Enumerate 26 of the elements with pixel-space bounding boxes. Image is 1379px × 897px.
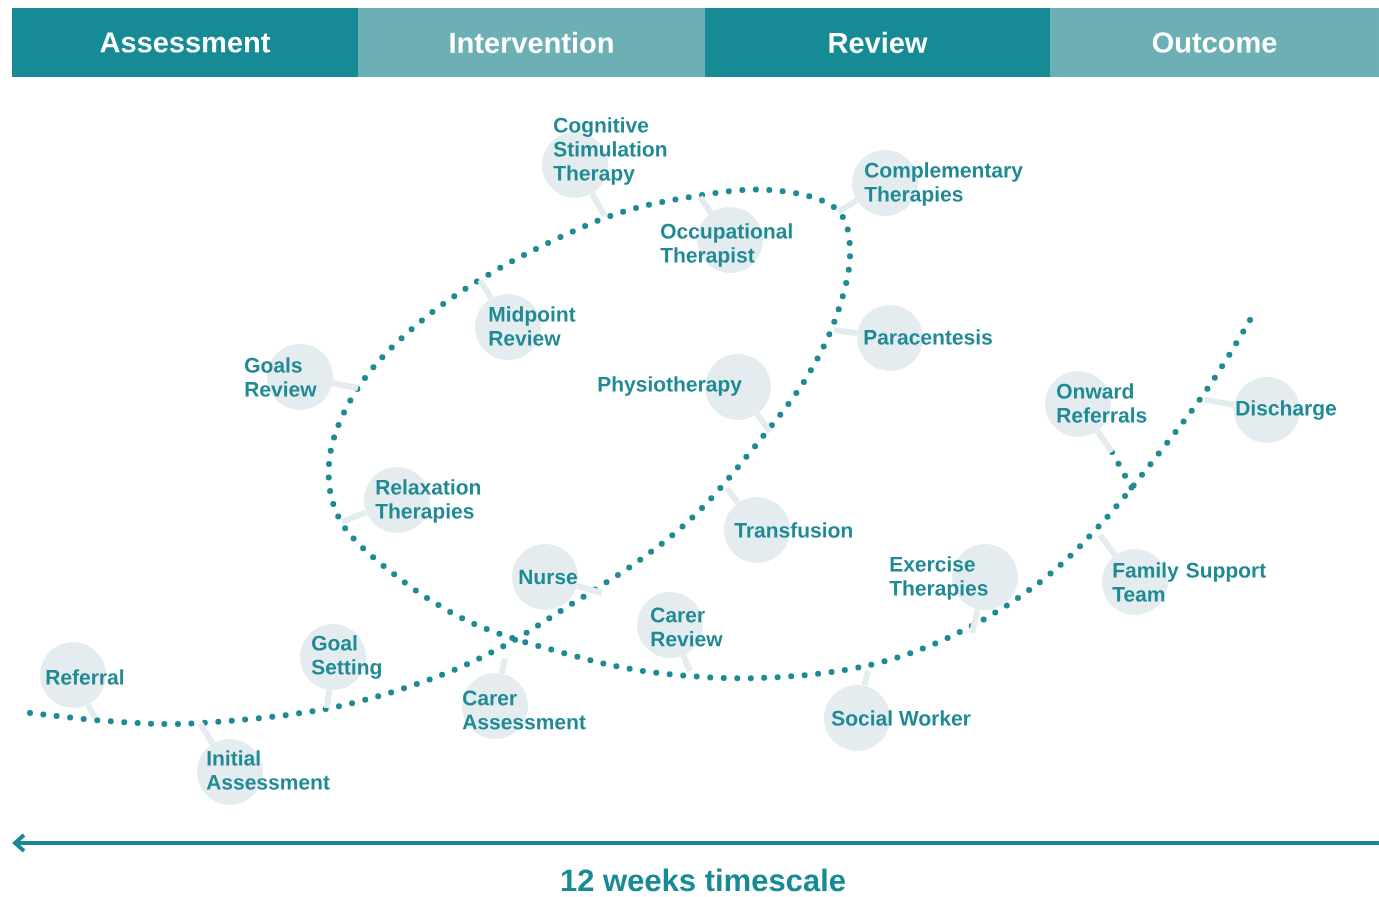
- leader-line: [969, 608, 981, 634]
- phase-band: Review: [705, 8, 1050, 77]
- leader-line: [680, 654, 693, 673]
- leader-line: [589, 192, 608, 218]
- leader-line: [1204, 397, 1235, 408]
- leader-line: [576, 583, 603, 596]
- leader-line: [332, 380, 359, 391]
- node-label: Cognitive: [554, 117, 649, 137]
- leader-line: [861, 670, 871, 687]
- phase-band: Assessment: [12, 8, 358, 77]
- leader-line: [324, 689, 333, 709]
- phase-band: Outcome: [1050, 8, 1379, 77]
- leader-line: [477, 278, 494, 300]
- leader-line: [340, 509, 368, 525]
- leader-line: [1097, 533, 1118, 558]
- axis-caption: 12 weeks timescale: [561, 868, 845, 892]
- leader-line: [836, 197, 859, 215]
- phase-band: Intervention: [358, 8, 705, 77]
- leader-line: [833, 327, 858, 337]
- leader-line: [724, 486, 741, 505]
- leader-line: [498, 657, 508, 675]
- leader-line: [754, 412, 773, 434]
- leader-line: [1094, 429, 1115, 454]
- leader-line: [697, 195, 714, 215]
- leader-line: [85, 703, 98, 720]
- leader-line: [197, 721, 216, 746]
